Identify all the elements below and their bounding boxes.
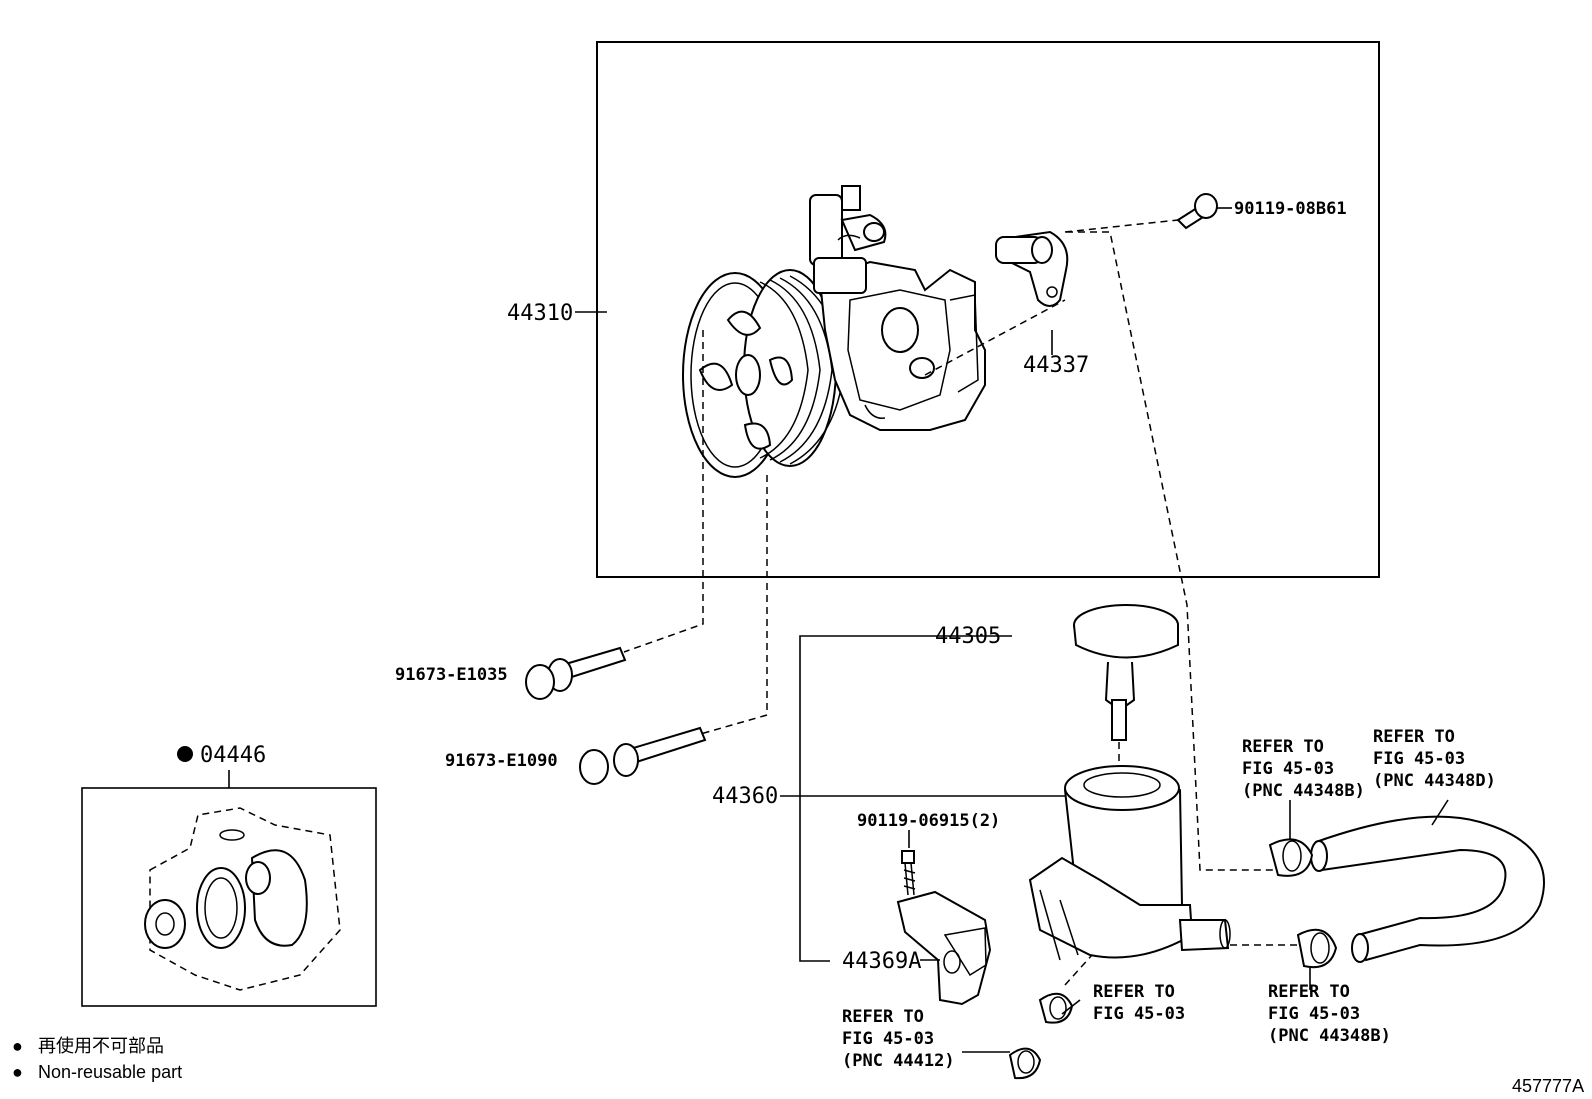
- svg-text:(PNC 44348D): (PNC 44348D): [1373, 771, 1496, 791]
- svg-text:FIG 45-03: FIG 45-03: [1373, 749, 1465, 769]
- label-44310[interactable]: 44310: [507, 301, 573, 326]
- svg-text:REFER TO: REFER TO: [1242, 737, 1324, 757]
- label-04446[interactable]: 04446: [200, 743, 266, 768]
- legend-japanese: 再使用不可部品: [38, 1036, 164, 1056]
- label-44360[interactable]: 44360: [712, 784, 778, 809]
- clamp-44348B-bottom-illustration[interactable]: [1296, 928, 1338, 969]
- gasket-kit-04446-illustration[interactable]: [144, 807, 341, 991]
- svg-text:REFER TO: REFER TO: [1268, 982, 1350, 1002]
- non-reusable-marker-04446: [177, 746, 193, 762]
- reference-44412[interactable]: REFER TO FIG 45-03 (PNC 44412): [842, 1007, 955, 1071]
- label-44305[interactable]: 44305: [935, 624, 1001, 649]
- bolt-90119-06915-illustration[interactable]: [901, 850, 916, 896]
- figure-id: 457777A: [1512, 1076, 1584, 1096]
- reference-44348B-bottom[interactable]: REFER TO FIG 45-03 (PNC 44348B): [1268, 982, 1391, 1046]
- bolt-91673-E1090-illustration[interactable]: [579, 726, 707, 785]
- bracket-44337-illustration[interactable]: [995, 230, 1069, 307]
- power-steering-pump-illustration[interactable]: [682, 185, 986, 478]
- legend-bullet-en: ●: [12, 1062, 23, 1082]
- bracket-44369A-illustration[interactable]: [896, 890, 992, 1006]
- label-90119-08B61[interactable]: 90119-08B61: [1234, 199, 1347, 219]
- svg-text:FIG 45-03: FIG 45-03: [1242, 759, 1334, 779]
- svg-text:(PNC 44348B): (PNC 44348B): [1242, 781, 1365, 801]
- svg-text:(PNC 44412): (PNC 44412): [842, 1051, 955, 1071]
- legend-english: Non-reusable part: [38, 1062, 182, 1082]
- reference-44348B-top[interactable]: REFER TO FIG 45-03 (PNC 44348B): [1242, 737, 1365, 801]
- legend: ● 再使用不可部品 ● Non-reusable part: [12, 1036, 182, 1082]
- label-44337[interactable]: 44337: [1023, 353, 1089, 378]
- clamp-44348B-top-illustration[interactable]: [1268, 838, 1314, 877]
- reference-44348D[interactable]: REFER TO FIG 45-03 (PNC 44348D): [1373, 727, 1496, 791]
- svg-text:FIG 45-03: FIG 45-03: [1268, 1004, 1360, 1024]
- hose-44348D-illustration[interactable]: [1310, 815, 1545, 963]
- svg-text:(PNC 44348B): (PNC 44348B): [1268, 1026, 1391, 1046]
- legend-bullet-jp: ●: [12, 1036, 23, 1056]
- bolt-90119-08B61-illustration[interactable]: [1176, 193, 1218, 230]
- svg-text:REFER TO: REFER TO: [1093, 982, 1175, 1002]
- clamp-44412-illustration[interactable]: [1008, 992, 1074, 1080]
- label-91673-E1035[interactable]: 91673-E1035: [395, 665, 508, 685]
- svg-text:REFER TO: REFER TO: [842, 1007, 924, 1027]
- pump-assembly-frame: [596, 41, 1380, 578]
- reference-fig-45-03[interactable]: REFER TO FIG 45-03: [1093, 982, 1185, 1024]
- label-44369A[interactable]: 44369A: [842, 949, 921, 974]
- bolt-91673-E1035-illustration[interactable]: [525, 646, 627, 700]
- reservoir-cap-44305-illustration[interactable]: [1073, 604, 1179, 741]
- svg-text:FIG 45-03: FIG 45-03: [1093, 1004, 1185, 1024]
- label-91673-E1090[interactable]: 91673-E1090: [445, 751, 558, 771]
- svg-text:FIG 45-03: FIG 45-03: [842, 1029, 934, 1049]
- label-90119-06915[interactable]: 90119-06915(2): [857, 811, 1000, 831]
- reservoir-tank-44360-illustration[interactable]: [1028, 765, 1231, 961]
- svg-text:REFER TO: REFER TO: [1373, 727, 1455, 747]
